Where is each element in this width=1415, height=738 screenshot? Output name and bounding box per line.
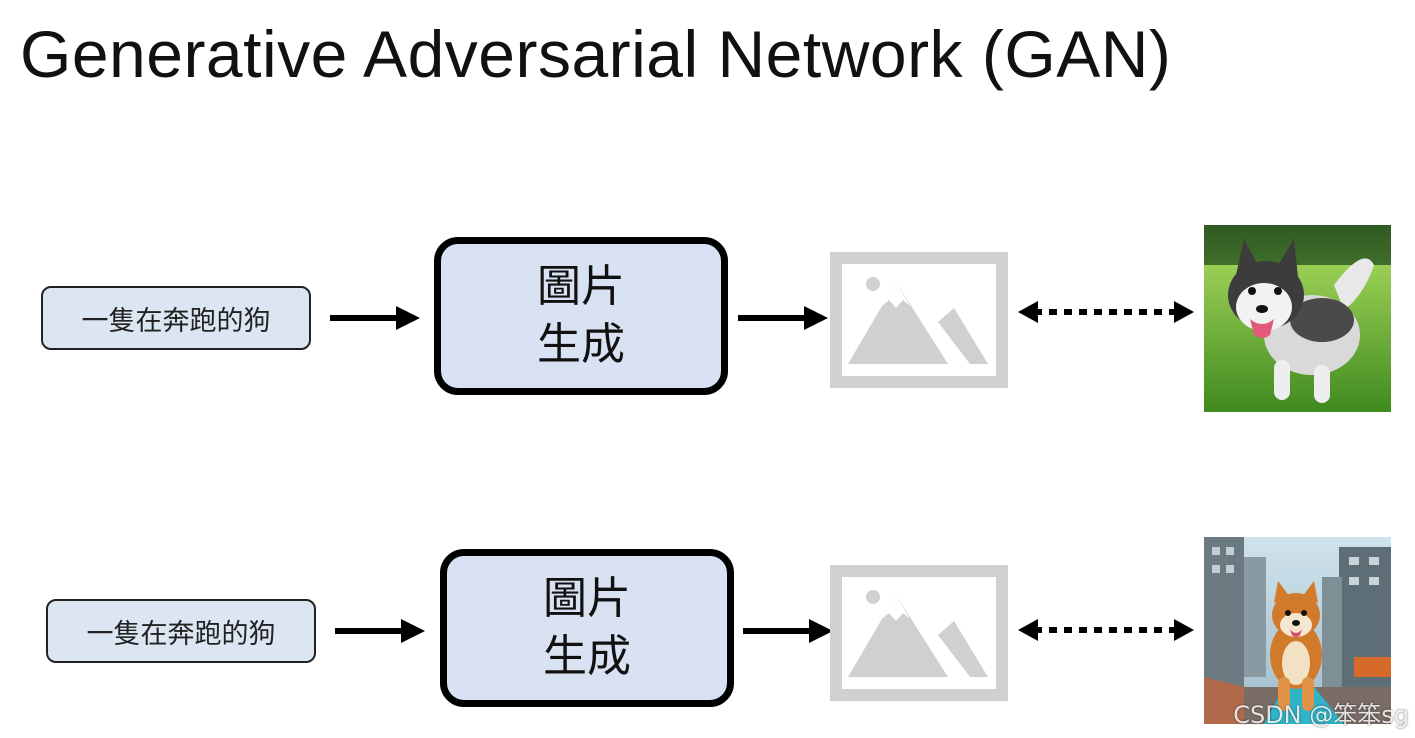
text-prompt-box: 一隻在奔跑的狗 — [41, 286, 311, 350]
page-title: Generative Adversarial Network (GAN) — [20, 17, 1172, 91]
arrow-generator-to-image — [743, 619, 833, 643]
dotted-compare-arrow — [1018, 301, 1194, 323]
generator-label-line1: 圖片 — [543, 573, 631, 624]
husky-running-on-grass-photo — [1204, 225, 1391, 412]
generator-label-line1: 圖片 — [537, 261, 625, 312]
text-prompt-box: 一隻在奔跑的狗 — [46, 599, 316, 663]
generated-image-placeholder-icon — [830, 565, 1008, 701]
image-generator-box: 圖片 生成 — [434, 237, 728, 395]
arrow-generator-to-image — [738, 306, 828, 330]
dotted-compare-arrow — [1018, 619, 1194, 641]
arrow-prompt-to-generator — [335, 619, 425, 643]
watermark-label: CSDN @笨笨sg — [1233, 701, 1409, 729]
arrow-prompt-to-generator — [330, 306, 420, 330]
shiba-running-in-city-photo — [1204, 537, 1391, 724]
generator-label-line2: 生成 — [543, 631, 631, 682]
generator-label-line2: 生成 — [537, 319, 625, 370]
image-generator-box: 圖片 生成 — [440, 549, 734, 707]
generated-image-placeholder-icon — [830, 252, 1008, 388]
